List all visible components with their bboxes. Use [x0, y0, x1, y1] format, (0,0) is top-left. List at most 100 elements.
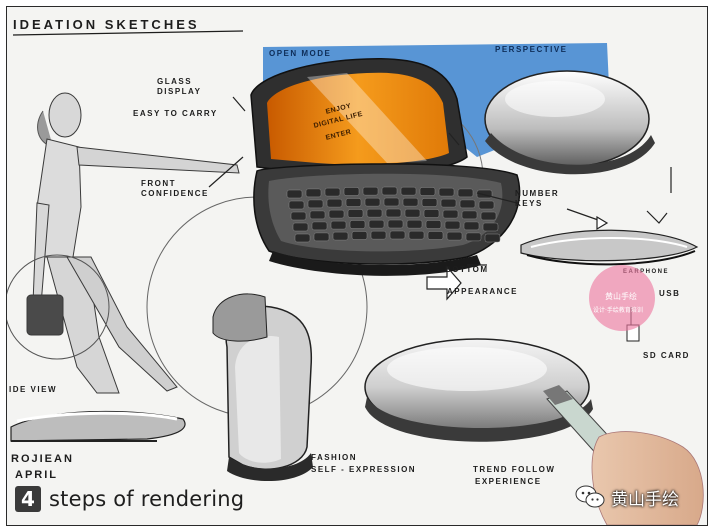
- keyboard-key: [366, 208, 383, 218]
- stamp-text-sub: 设计·手绘教育培训: [593, 307, 643, 314]
- keyboard-key: [463, 221, 480, 231]
- label-front: FRONT: [141, 179, 177, 188]
- bottom-view-device: [364, 338, 593, 442]
- signature-name: ROJIEAN: [11, 453, 74, 465]
- label-earphone: EARPHONE: [623, 269, 670, 275]
- person-figure: [26, 92, 240, 394]
- label-number: NUMBER: [515, 189, 560, 198]
- keyboard-key: [444, 220, 461, 230]
- closed-device-perspective: [484, 70, 655, 175]
- sketch-drawing: [7, 30, 704, 525]
- keyboard-key: [347, 209, 364, 218]
- keyboard-key: [404, 208, 421, 218]
- label-sd-card: SD CARD: [643, 351, 690, 360]
- label-fashion: FASHION: [311, 453, 358, 462]
- keyboard-key: [345, 198, 362, 207]
- keyboard-key: [364, 197, 381, 207]
- side-view-device: [10, 410, 186, 442]
- keyboard-key: [482, 222, 499, 232]
- open-device: [250, 58, 521, 276]
- keyboard-key: [294, 233, 311, 243]
- keyboard-key: [326, 198, 343, 208]
- seal-stamp: 黄山手绘 设计·手绘教育培训: [589, 265, 655, 331]
- sketch-sheet: IDEATION SKETCHES OPEN MODE PERSPECTIVE …: [6, 6, 708, 526]
- keyboard-key: [286, 189, 303, 199]
- keyboard-key: [427, 231, 444, 240]
- keyboard-key: [309, 210, 326, 220]
- keyboard-key: [305, 188, 322, 198]
- title-underline: [12, 30, 244, 36]
- label-open-mode: OPEN MODE: [269, 49, 332, 58]
- keyboard-keys: [286, 186, 501, 243]
- hand-with-marker: [543, 385, 704, 525]
- keyboard-key: [421, 198, 438, 207]
- stamp-text-main: 黄山手绘: [605, 292, 637, 301]
- label-confidence: CONFIDENCE: [141, 189, 209, 198]
- keyboard-key: [332, 231, 349, 241]
- keyboard-key: [292, 222, 309, 232]
- label-bottom: BOTTOM: [445, 265, 489, 274]
- keyboard-key: [400, 186, 417, 196]
- label-keys: KEYS: [515, 199, 543, 208]
- label-experience: EXPERIENCE: [475, 477, 542, 486]
- standing-device: [212, 293, 313, 482]
- keyboard-key: [457, 188, 474, 198]
- keyboard-key: [362, 186, 379, 196]
- keyboard-key: [425, 220, 442, 229]
- signature-date: APRIL: [15, 469, 58, 481]
- keyboard-key: [307, 199, 324, 209]
- keyboard-key: [423, 209, 440, 218]
- wechat-icon: [575, 485, 605, 508]
- sheet-title: IDEATION SKETCHES: [13, 17, 200, 32]
- keyboard-key: [459, 199, 476, 209]
- keyboard-key: [419, 187, 436, 196]
- keyboard-key: [402, 197, 419, 207]
- keyboard-key: [288, 200, 305, 210]
- detail-circle-left: [7, 254, 110, 360]
- label-easy-to-carry: EASY TO CARRY: [133, 109, 218, 118]
- keyboard-key: [313, 232, 330, 242]
- keyboard-key: [446, 231, 463, 241]
- label-appearance: APPEARANCE: [447, 287, 519, 296]
- label-display: DISPLAY: [157, 87, 202, 96]
- keyboard-key: [349, 220, 366, 229]
- caption-text: steps of rendering: [49, 487, 245, 511]
- keyboard-key: [311, 221, 328, 231]
- slim-device-side: [520, 229, 699, 266]
- keyboard-key: [387, 219, 404, 229]
- label-usb: USB: [659, 289, 681, 298]
- label-glass: GLASS: [157, 77, 193, 86]
- keyboard-key: [484, 233, 501, 243]
- label-trend-follow: TREND FOLLOW: [473, 465, 556, 474]
- keyboard-key: [383, 197, 400, 207]
- watermark: 黄山手绘: [575, 484, 679, 510]
- keyboard-key: [389, 230, 406, 240]
- label-perspective: PERSPECTIVE: [495, 45, 568, 54]
- keyboard-key: [465, 232, 482, 242]
- keyboard-key: [330, 220, 347, 230]
- keyboard-key: [324, 187, 341, 197]
- keyboard-key: [381, 186, 398, 196]
- keyboard-key: [368, 219, 385, 229]
- keyboard-key: [461, 210, 478, 220]
- watermark-text: 黄山手绘: [611, 489, 679, 510]
- keyboard-key: [438, 187, 455, 197]
- annotation-arrows: [208, 96, 672, 301]
- keyboard-key: [406, 219, 423, 229]
- step-number-badge: 4: [15, 486, 41, 512]
- keyboard-key: [440, 198, 457, 208]
- keyboard-key: [442, 209, 459, 219]
- label-self-expression: SELF - EXPRESSION: [311, 465, 417, 474]
- label-side-view: IDE VIEW: [9, 385, 58, 394]
- keyboard-key: [343, 187, 360, 196]
- keyboard-key: [408, 230, 425, 240]
- caption: 4 steps of rendering: [15, 484, 244, 514]
- keyboard-key: [370, 230, 387, 240]
- keyboard-key: [385, 208, 402, 218]
- keyboard-key: [351, 231, 368, 240]
- keyboard-key: [328, 209, 345, 219]
- keyboard-key: [478, 200, 495, 210]
- keyboard-key: [290, 211, 307, 221]
- keyboard-key: [480, 211, 497, 221]
